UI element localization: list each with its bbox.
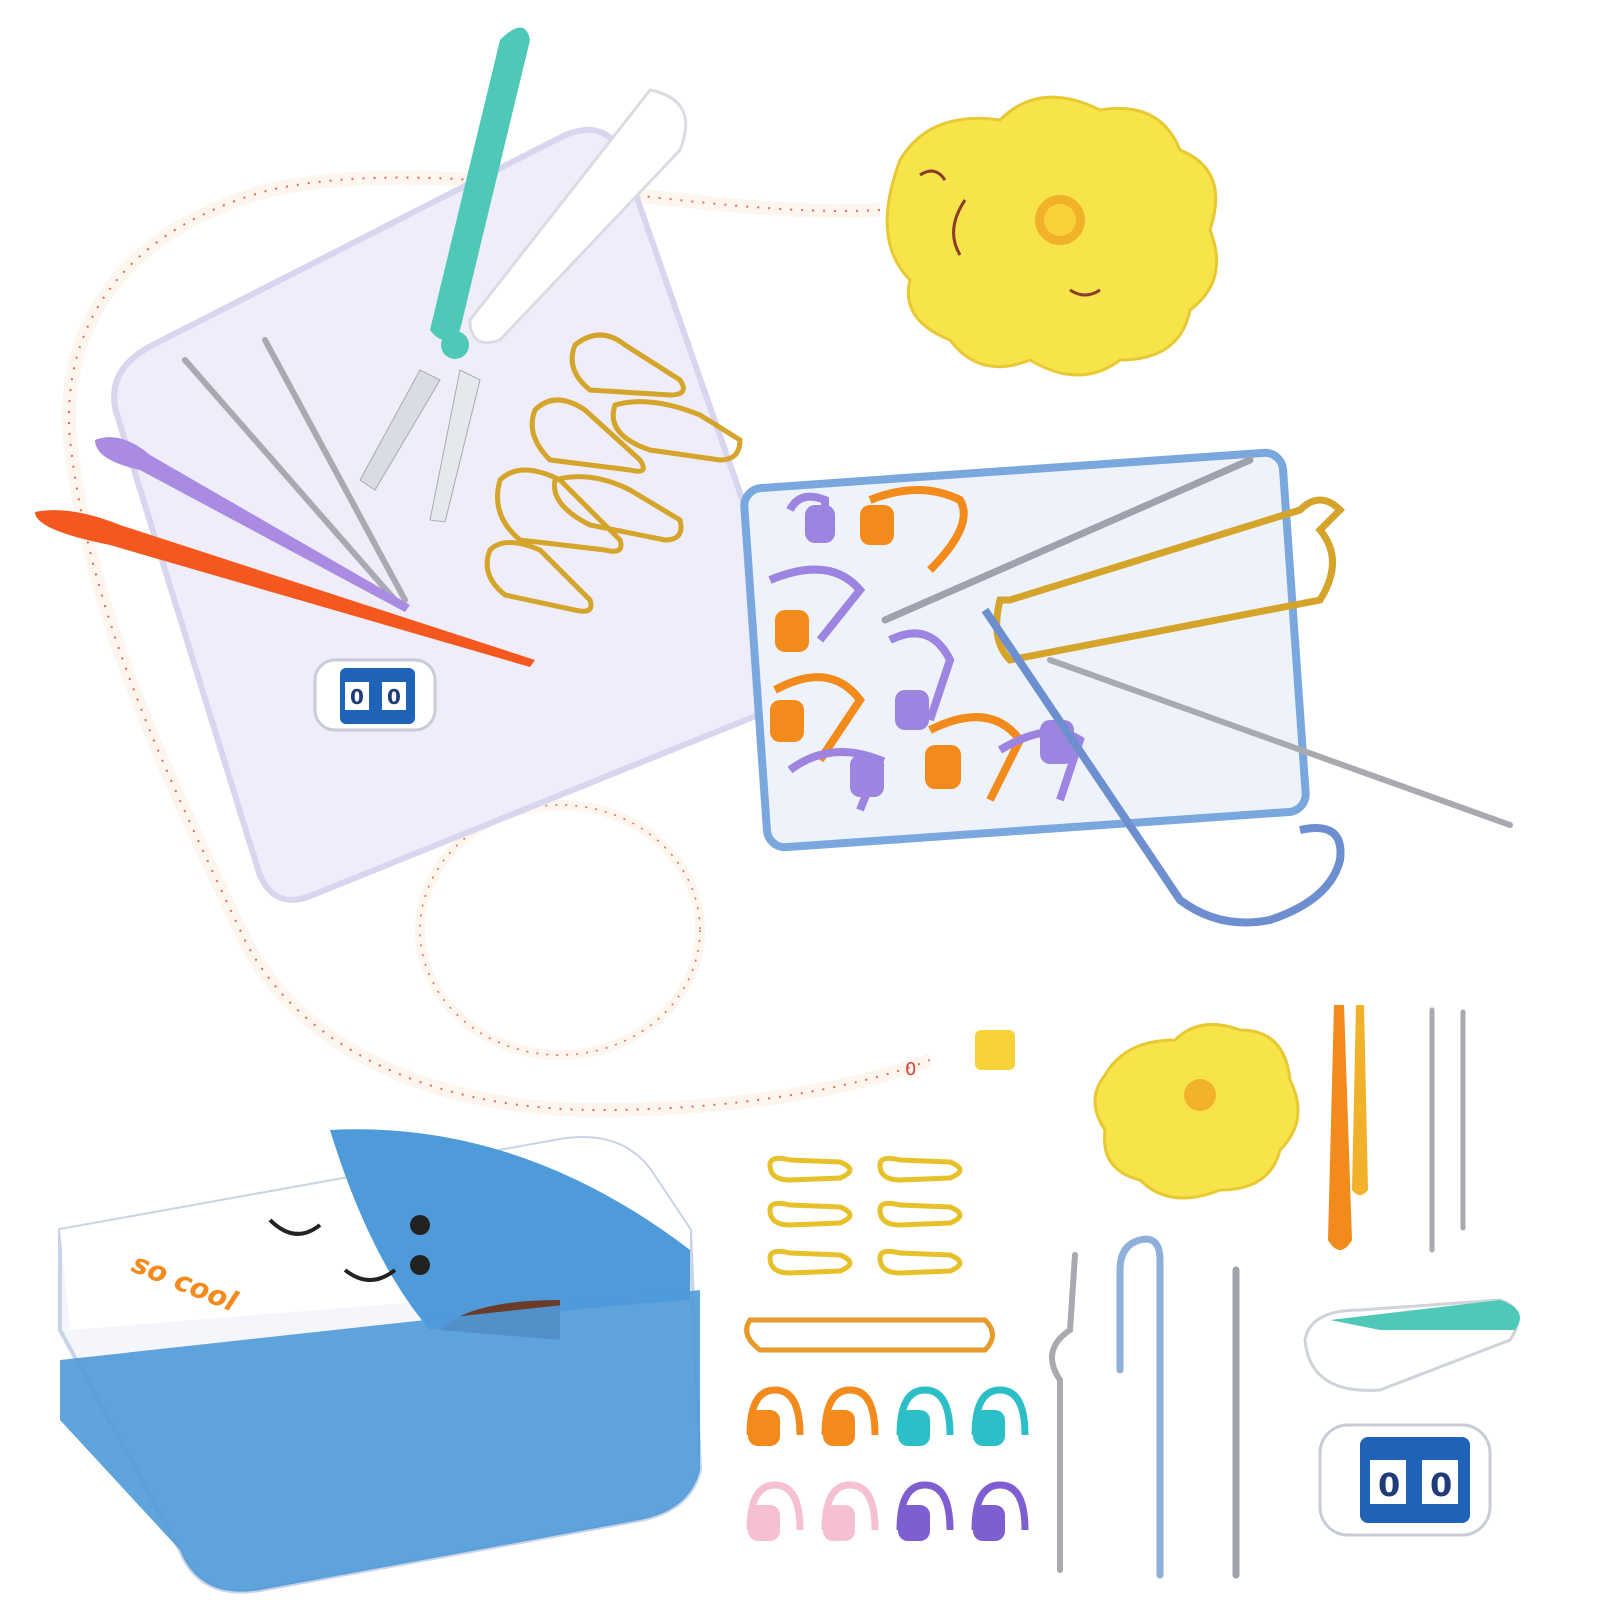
large-counter-digit-1: 0 [1378, 1466, 1400, 1504]
bulb-pins-grid-icon [767, 1155, 963, 1276]
stitch-holder-icon [744, 1317, 995, 1353]
vertical-metal-needles-icon [1429, 1007, 1466, 1253]
vertical-tools-icon [1049, 1235, 1240, 1579]
stitch-markers-grid-icon [746, 1386, 1029, 1541]
bulb-pins-icon [484, 332, 743, 614]
row-counter-large: 0 0 [1318, 1423, 1492, 1537]
row-counter-small: 0 0 [313, 658, 437, 732]
sheep-tape-measure-icon [885, 95, 1219, 377]
large-counter-digit-2: 0 [1430, 1466, 1452, 1504]
sheep-tape-measure-small-icon [1093, 1022, 1300, 1200]
plastic-needles-icon [35, 437, 535, 667]
scissors-icon [359, 27, 688, 523]
right-tray-tools-icon [881, 456, 1513, 927]
vertical-plastic-needles-icon [1328, 1005, 1368, 1250]
stitch-markers-tray-icon [768, 486, 1085, 812]
tapestry-needles-icon [182, 337, 408, 603]
tape-zero-mark: 0 [905, 1059, 916, 1080]
small-counter-digit-1: 0 [350, 685, 364, 709]
tin-box: so cool [58, 1129, 703, 1594]
folding-scissors-small-icon [1303, 1298, 1520, 1392]
small-counter-digit-2: 0 [387, 685, 401, 709]
tape-end-tab [975, 1030, 1015, 1070]
tape-measure-tape: 0 [62, 170, 1015, 1118]
